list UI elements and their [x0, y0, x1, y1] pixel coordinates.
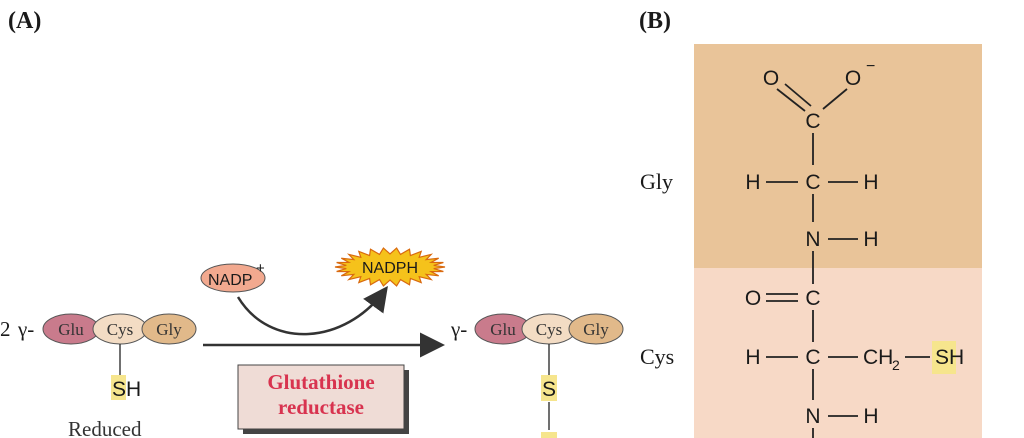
gly-residue-left: [141, 313, 197, 345]
atom-ch2-subscript: 2: [892, 357, 900, 373]
atom-n-cys: N: [805, 405, 820, 428]
gly-region-label: Gly: [640, 169, 673, 194]
atom-c-carboxyl: C: [805, 110, 820, 133]
gly-label-right: Gly: [583, 320, 609, 339]
atom-h-left-cys: H: [745, 346, 760, 369]
cys-label-left: Cys: [107, 320, 133, 339]
cofactor-curved-arrow: [236, 285, 388, 336]
atom-n-gly: N: [805, 228, 820, 251]
gly-residue-right: [568, 313, 624, 345]
enzyme-box: [237, 364, 405, 430]
atom-o-carbonyl: O: [745, 287, 761, 310]
gly-label-left: Gly: [156, 320, 182, 339]
atom-o2-charge: −: [866, 58, 875, 75]
atom-h-right-gly: H: [863, 171, 878, 194]
coefficient-text: 2: [0, 317, 11, 341]
nadph-text: NADPH: [362, 260, 418, 277]
atom-h-n-gly: H: [863, 228, 878, 251]
atom-h-left-gly: H: [745, 171, 760, 194]
enzyme-name-line1: Glutathione: [267, 370, 374, 394]
cys-label-right: Cys: [536, 320, 562, 339]
sh-s-left: S: [112, 378, 126, 401]
panel-a-label: (A): [8, 8, 42, 34]
bond-c-o2: [822, 88, 848, 110]
gamma-prefix-left: γ-: [17, 317, 34, 341]
bond-c-o1-b: [784, 83, 812, 107]
panel-b-label: (B): [639, 8, 671, 34]
enzyme-name-line2: reductase: [278, 395, 364, 419]
glu-label-right: Glu: [490, 320, 516, 339]
nadp-text: NADP: [208, 272, 252, 289]
bond-c-o1-a: [776, 88, 806, 112]
sh-highlight-b: [932, 341, 956, 374]
nadp-bubble: [200, 263, 266, 293]
sh-highlight-left: [111, 375, 126, 400]
atom-o2: O: [845, 67, 861, 90]
s-highlight-right: [541, 375, 557, 401]
reduced-label: Reduced: [68, 417, 142, 438]
nadp-superscript: +: [256, 260, 265, 277]
glu-label-left: Glu: [58, 320, 84, 339]
nadph-starburst: [334, 247, 446, 287]
s-right: S: [542, 378, 556, 401]
atom-c-carbonyl: C: [805, 287, 820, 310]
gamma-prefix-right: γ-: [450, 317, 467, 341]
cys-region-label: Cys: [640, 344, 674, 369]
gly-region: [694, 44, 982, 268]
atom-c-alpha-gly: C: [805, 171, 820, 194]
atom-h-n-cys: H: [863, 405, 878, 428]
s-highlight-right-bottom: [541, 432, 557, 438]
atom-o1: O: [763, 67, 779, 90]
atom-ch2: CH: [863, 346, 893, 369]
atom-sh: SH: [935, 346, 964, 369]
sh-h-left: H: [126, 378, 141, 401]
atom-c-alpha-cys: C: [805, 346, 820, 369]
